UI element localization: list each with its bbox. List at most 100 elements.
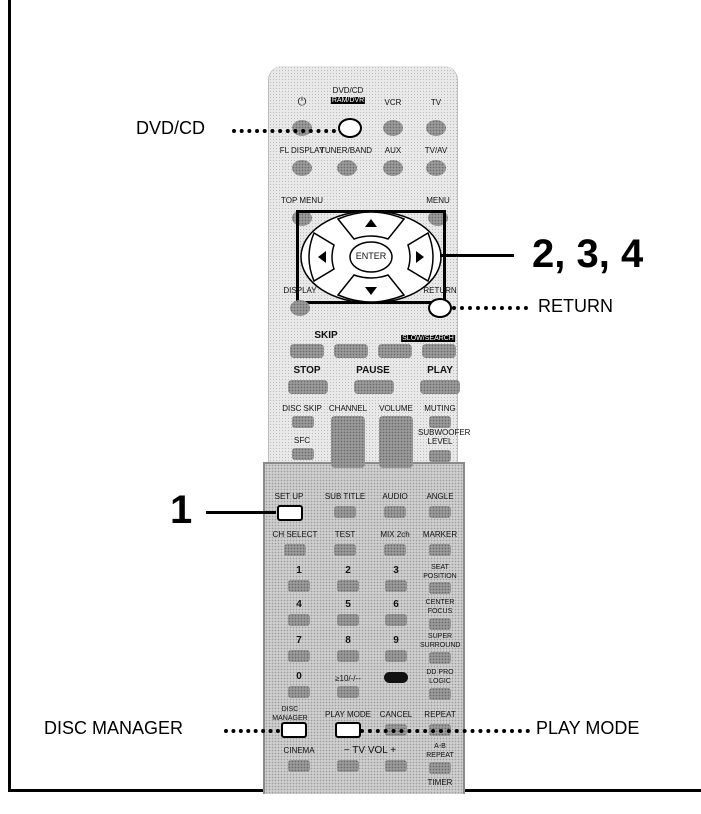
top-menu-label: TOP MENU xyxy=(281,196,323,205)
skip-forward-button[interactable] xyxy=(334,344,368,358)
tvav-button[interactable] xyxy=(426,160,446,176)
play-mode-label: PLAY MODE xyxy=(325,710,371,719)
angle-button[interactable] xyxy=(429,506,451,518)
ch-select-label: CH SELECT xyxy=(273,530,318,539)
tv-button[interactable] xyxy=(426,120,446,136)
pause-label: PAUSE xyxy=(356,366,390,375)
digit-8-label: 8 xyxy=(345,636,351,645)
volume-label: VOLUME xyxy=(379,404,413,413)
dvdcd-sub-label: RAM/DVR xyxy=(331,95,365,105)
stop-button[interactable] xyxy=(288,380,328,394)
disc-manager-callout: DISC MANAGER xyxy=(44,718,183,739)
fl-display-button[interactable] xyxy=(292,160,312,176)
disc-skip-label: DISC SKIP xyxy=(282,404,322,413)
ab-repeat-button[interactable] xyxy=(429,762,451,774)
test-label: TEST xyxy=(335,530,355,539)
stop-label: STOP xyxy=(293,366,320,375)
digit-1-label: 1 xyxy=(296,566,302,575)
digit-9-button[interactable] xyxy=(385,650,407,662)
digit-2-label: 2 xyxy=(345,566,351,575)
set-up-label: SET UP xyxy=(275,492,304,501)
mix-2ch-button[interactable] xyxy=(384,544,406,556)
audio-button[interactable] xyxy=(384,506,406,518)
steps-234-leader-line xyxy=(440,254,514,257)
digit-4-button[interactable] xyxy=(288,614,310,626)
marker-label: MARKER xyxy=(423,530,457,539)
ch-select-button[interactable] xyxy=(284,544,306,556)
display-button[interactable] xyxy=(290,300,310,316)
channel-button[interactable] xyxy=(331,416,365,468)
pause-button[interactable] xyxy=(354,380,394,394)
digit-0-button[interactable] xyxy=(288,686,310,698)
play-mode-button[interactable] xyxy=(335,722,361,738)
marker-button[interactable] xyxy=(429,544,451,556)
test-button[interactable] xyxy=(334,544,356,556)
return-label: RETURN xyxy=(423,286,456,295)
digit-2-button[interactable] xyxy=(337,580,359,592)
timer-label: TIMER xyxy=(428,778,453,787)
digit-8-button[interactable] xyxy=(337,650,359,662)
subwoofer-level-button[interactable] xyxy=(429,450,451,462)
digit-5-label: 5 xyxy=(345,600,351,609)
center-focus-button[interactable] xyxy=(429,618,451,630)
aux-button[interactable] xyxy=(383,160,403,176)
digit-6-button[interactable] xyxy=(385,614,407,626)
digit-1-button[interactable] xyxy=(288,580,310,592)
super-surround-button[interactable] xyxy=(429,652,451,664)
cancel-label: CANCEL xyxy=(380,710,412,719)
skip-back-button[interactable] xyxy=(290,344,324,358)
search-back-button[interactable] xyxy=(378,344,412,358)
play-mode-leader-line xyxy=(360,729,530,733)
ten-key-oval-button[interactable] xyxy=(384,672,408,683)
display-label: DISPLAY xyxy=(283,286,316,295)
pro-logic-button[interactable] xyxy=(429,688,451,700)
muting-button[interactable] xyxy=(429,416,451,428)
digit-3-label: 3 xyxy=(393,566,399,575)
muting-label: MUTING xyxy=(424,404,456,413)
menu-label: MENU xyxy=(426,196,450,205)
enter-label: ENTER xyxy=(356,252,387,261)
dvdcd-button[interactable] xyxy=(338,118,362,138)
digit-0-label: 0 xyxy=(296,672,302,681)
tuner-band-button[interactable] xyxy=(337,160,357,176)
cinema-button[interactable] xyxy=(288,760,310,772)
digit-7-button[interactable] xyxy=(288,650,310,662)
digit-6-label: 6 xyxy=(393,600,399,609)
channel-label: CHANNEL xyxy=(329,404,367,413)
disc-skip-button[interactable] xyxy=(292,416,314,428)
super-surround-label: SUPER SURROUND xyxy=(420,632,460,650)
plus10-button[interactable] xyxy=(337,686,359,698)
disc-manager-button[interactable] xyxy=(281,722,307,738)
digit-5-button[interactable] xyxy=(337,614,359,626)
sfc-button[interactable] xyxy=(292,448,314,460)
volume-button[interactable] xyxy=(379,416,413,468)
step-1-leader-line xyxy=(206,511,276,514)
pro-logic-label: DD PRO LOGIC xyxy=(420,668,460,686)
slow-search-label: SLOW/SEARCH xyxy=(401,333,455,343)
play-button[interactable] xyxy=(420,380,460,394)
plus10-label: ≥10/-/-- xyxy=(335,674,361,683)
digit-9-label: 9 xyxy=(393,636,399,645)
disc-manager-label: DISC MANAGER xyxy=(272,705,308,723)
sub-title-button[interactable] xyxy=(334,506,356,518)
angle-label: ANGLE xyxy=(426,492,453,501)
aux-label: AUX xyxy=(385,146,401,155)
return-callout: RETURN xyxy=(538,296,613,317)
seat-position-label: SEAT POSITION xyxy=(420,563,460,581)
center-focus-label: CENTER FOCUS xyxy=(420,598,460,616)
set-up-button[interactable] xyxy=(277,505,303,521)
play-label: PLAY xyxy=(427,366,453,375)
search-forward-button[interactable] xyxy=(422,344,456,358)
repeat-label: REPEAT xyxy=(424,710,455,719)
seat-position-button[interactable] xyxy=(429,582,451,594)
dvdcd-callout: DVD/CD xyxy=(136,118,205,139)
vcr-button[interactable] xyxy=(383,120,403,136)
power-button[interactable] xyxy=(292,120,312,136)
tv-vol-down-button[interactable] xyxy=(337,760,359,772)
dvdcd-label: DVD/CD xyxy=(333,86,364,95)
digit-3-button[interactable] xyxy=(385,580,407,592)
return-button[interactable] xyxy=(428,298,452,318)
steps-234-callout: 2, 3, 4 xyxy=(532,232,643,277)
tv-vol-up-button[interactable] xyxy=(385,760,407,772)
tv-vol-label: − TV VOL + xyxy=(344,746,396,755)
